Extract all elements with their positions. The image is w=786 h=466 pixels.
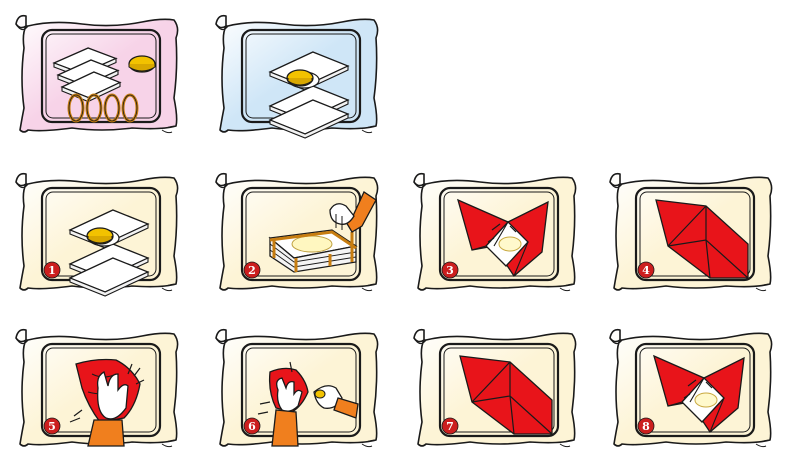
scroll-illustration: 4 xyxy=(606,166,778,294)
svg-text:5: 5 xyxy=(48,420,56,433)
scroll-illustration: 6 xyxy=(212,322,384,450)
svg-text:8: 8 xyxy=(642,420,650,433)
svg-text:7: 7 xyxy=(446,420,454,433)
step-3-panel: 3 xyxy=(410,166,582,294)
scroll-illustration: 3 xyxy=(410,166,582,294)
materials-panel xyxy=(12,8,184,136)
svg-text:3: 3 xyxy=(446,264,454,277)
scroll-illustration: 8 xyxy=(606,322,778,450)
step-number-badge: 5 xyxy=(44,418,60,434)
step-4-panel: 4 xyxy=(606,166,778,294)
step-8-panel: 8 xyxy=(606,322,778,450)
assembled-panel xyxy=(212,8,384,136)
step-number-badge: 4 xyxy=(638,262,654,278)
scroll-illustration xyxy=(12,8,184,136)
step-number-badge: 3 xyxy=(442,262,458,278)
step-7-panel: 7 xyxy=(410,322,582,450)
step-1-panel: 1 xyxy=(12,166,184,294)
step-2-panel: 2 xyxy=(212,166,384,294)
scroll-illustration: 5 xyxy=(12,322,184,450)
step-number-badge: 2 xyxy=(244,262,260,278)
step-6-panel: 6 xyxy=(212,322,384,450)
step-number-badge: 6 xyxy=(244,418,260,434)
scroll-illustration: 2 xyxy=(212,166,384,294)
svg-text:4: 4 xyxy=(642,264,650,277)
svg-text:2: 2 xyxy=(248,264,256,277)
scroll-illustration xyxy=(212,8,384,136)
svg-text:1: 1 xyxy=(48,264,56,277)
step-number-badge: 1 xyxy=(44,262,60,278)
step-number-badge: 7 xyxy=(442,418,458,434)
step-5-panel: 5 xyxy=(12,322,184,450)
step-number-badge: 8 xyxy=(638,418,654,434)
scroll-illustration: 7 xyxy=(410,322,582,450)
scroll-illustration: 1 xyxy=(12,166,184,294)
svg-text:6: 6 xyxy=(248,420,256,433)
